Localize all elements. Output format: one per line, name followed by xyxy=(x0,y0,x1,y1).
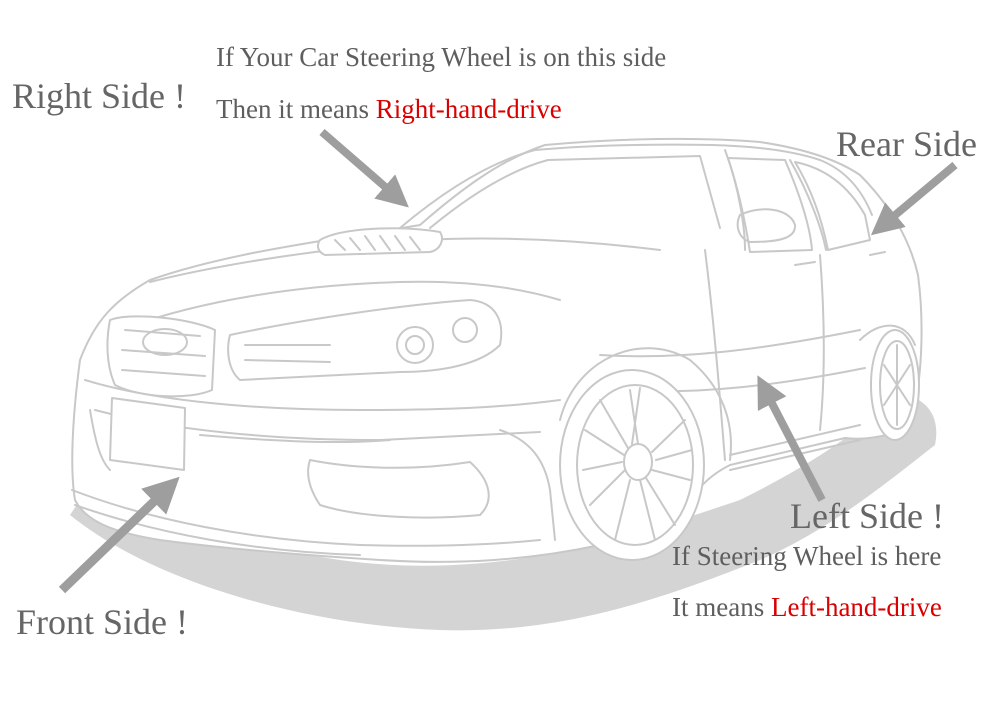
right-side-note-line2: Then it means Right-hand-drive xyxy=(216,96,562,123)
left-side-note-prefix: It means xyxy=(672,592,771,622)
right-side-note-prefix: Then it means xyxy=(216,94,376,124)
car-outline-illustration xyxy=(71,137,923,563)
rear-wheel xyxy=(859,324,920,441)
car-shadow xyxy=(70,398,937,631)
left-side-note-line2: It means Left-hand-drive xyxy=(672,594,942,621)
right-hand-drive-highlight: Right-hand-drive xyxy=(375,94,562,124)
rear-side-label: Rear Side xyxy=(836,124,977,164)
arrow-left-side xyxy=(757,375,826,502)
front-wheel xyxy=(559,369,705,561)
left-side-label: Left Side ! xyxy=(790,496,944,536)
left-side-note-line1: If Steering Wheel is here xyxy=(672,541,942,571)
arrow-front-side xyxy=(58,476,180,594)
arrow-right-side xyxy=(319,128,409,208)
right-side-note-line1: If Your Car Steering Wheel is on this si… xyxy=(216,42,667,72)
right-side-label: Right Side ! xyxy=(12,76,187,116)
arrow-rear-side xyxy=(870,161,958,236)
front-side-label: Front Side ! xyxy=(16,602,189,642)
left-hand-drive-highlight: Left-hand-drive xyxy=(770,592,942,622)
